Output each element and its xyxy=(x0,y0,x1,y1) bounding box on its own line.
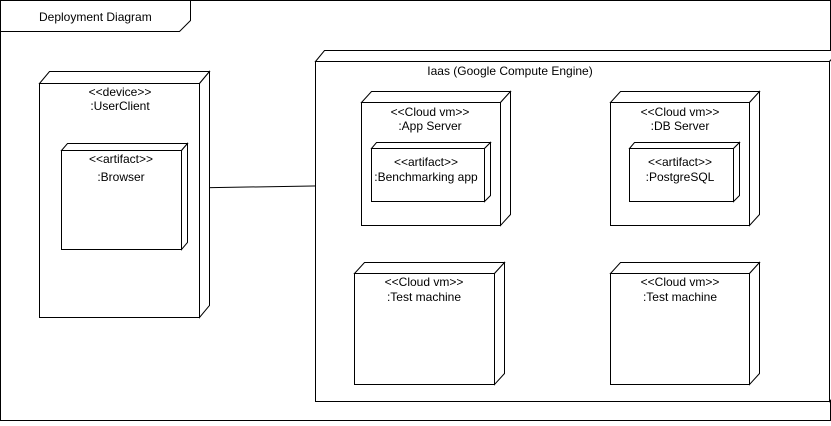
iaas-name: Iaas (Google Compute Engine) xyxy=(427,64,592,78)
test-machine-1-name: :Test machine xyxy=(387,290,461,304)
test-machine-1-stereotype: <<Cloud vm>> xyxy=(385,275,464,289)
app-server-stereotype: <<Cloud vm>> xyxy=(391,105,470,119)
app-server-name: :App Server xyxy=(398,119,461,133)
artifact-browser[interactable]: <<artifact>> :Browser xyxy=(62,144,188,250)
benchmarking-app-name: :Benchmarking app xyxy=(374,170,478,184)
user-client-name: :UserClient xyxy=(90,99,150,113)
benchmarking-app-stereotype: <<artifact>> xyxy=(394,155,458,169)
node-test-machine-1[interactable]: <<Cloud vm>> :Test machine xyxy=(355,263,505,385)
artifact-postgresql[interactable]: <<artifact>> :PostgreSQL xyxy=(630,143,740,202)
db-server-name: :DB Server xyxy=(651,119,710,133)
test-machine-2-name: :Test machine xyxy=(643,290,717,304)
artifact-benchmarking-app[interactable]: <<artifact>> :Benchmarking app xyxy=(372,143,491,202)
postgresql-stereotype: <<artifact>> xyxy=(648,155,712,169)
node-test-machine-2[interactable]: <<Cloud vm>> :Test machine xyxy=(611,263,760,385)
browser-stereotype: <<artifact>> xyxy=(89,152,153,166)
db-server-stereotype: <<Cloud vm>> xyxy=(641,105,720,119)
frame-title: Deployment Diagram xyxy=(39,10,152,24)
user-client-stereotype: <<device>> xyxy=(89,85,152,99)
test-machine-2-stereotype: <<Cloud vm>> xyxy=(641,275,720,289)
postgresql-name: :PostgreSQL xyxy=(646,170,715,184)
browser-name: :Browser xyxy=(97,170,144,184)
